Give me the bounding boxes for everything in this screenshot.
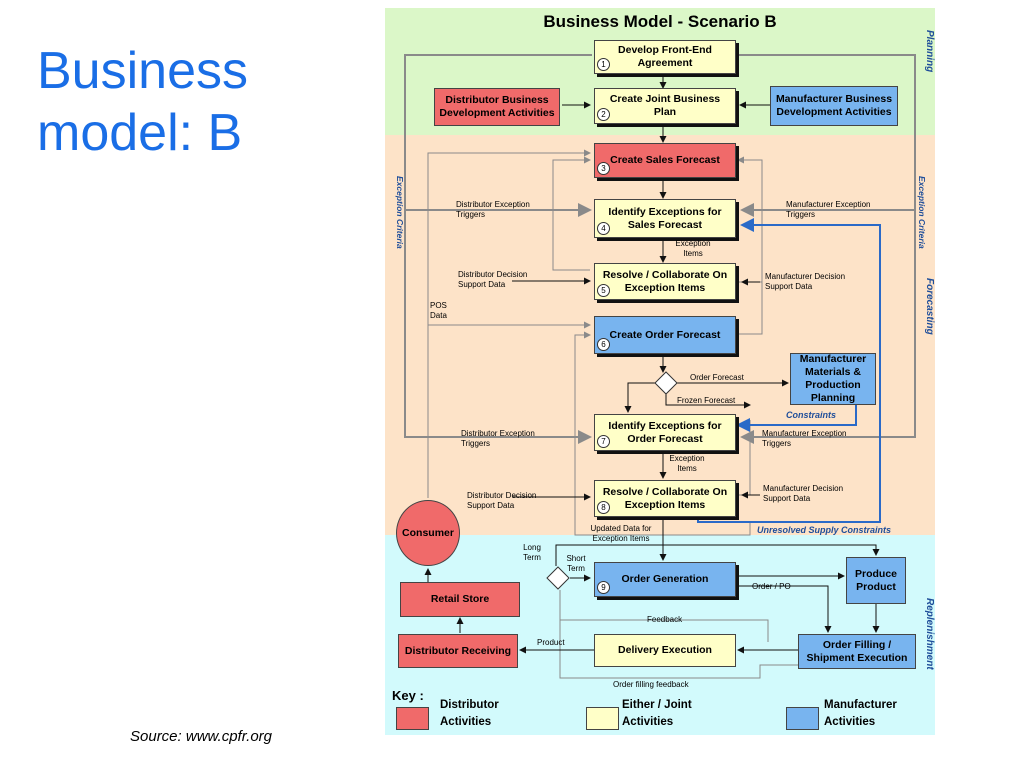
pos-line-up [427,149,591,498]
exception-criteria-right-label: Exception Criteria [917,176,927,249]
step-6-box: Create Order Forecast 6 [594,316,736,354]
step-9-label: Order Generation [621,573,709,585]
order-forecast-label: Order Forecast [690,373,744,382]
distributor-receiving-label: Distributor Receiving [404,644,512,657]
arrow-diamond-left [624,382,655,413]
step-3-number: 3 [597,162,610,175]
section-replenishment-label: Replenishment [924,598,935,670]
step-3-box: Create Sales Forecast 3 [594,143,736,178]
manufacturer-materials-planning-label: Manufacturer Materials & Production Plan… [799,353,867,404]
step-6-number: 6 [597,338,610,351]
order-fill-feedback-line [559,590,800,679]
key-label-manufacturer: Manufacturer Activities [824,699,897,728]
step-4-number: 4 [597,222,610,235]
loop-left-forecast [552,156,591,271]
step-8-number: 8 [597,501,610,514]
manufacturer-materials-planning-box: Manufacturer Materials & Production Plan… [790,353,876,405]
key-swatch-manufacturer [786,707,819,730]
right-exception-loop [738,54,916,444]
arrow-longterm [555,544,880,566]
unresolved-supply-label: Unresolved Supply Constraints [757,525,892,535]
long-term-label: Long Term [523,543,541,562]
step-7-number: 7 [597,435,610,448]
product-label: Product [537,638,565,647]
mfr-decision-support-2: Manufacturer Decision Support Data [763,484,844,503]
mfr-exception-triggers-2: Manufacturer Exception Triggers [762,429,847,448]
key-label-distributor: Distributor Activities [440,699,499,728]
step-5-box: Resolve / Collaborate On Exception Items… [594,263,736,300]
consumer-circle: Consumer [396,500,460,566]
delivery-execution-label: Delivery Execution [618,644,712,656]
step-8-label: Resolve / Collaborate On Exception Items [602,485,728,511]
step-8-box: Resolve / Collaborate On Exception Items… [594,480,736,517]
arrow-9-orderfill [738,585,832,633]
order-filling-feedback-label: Order filling feedback [613,680,689,689]
key-swatch-distributor [396,707,429,730]
step-2-number: 2 [597,108,610,121]
distributor-business-development-label: Distributor Business Development Activit… [439,94,555,119]
manufacturer-business-development-label: Manufacturer Business Development Activi… [775,93,893,118]
constraints-line [736,405,857,432]
diagram-title: Business Model - Scenario B [543,12,777,31]
source-citation: Source: www.cpfr.org [130,728,272,745]
manufacturer-business-development-box: Manufacturer Business Development Activi… [770,86,898,126]
dist-exception-triggers-1: Distributor Exception Triggers [456,200,530,219]
distributor-receiving-box: Distributor Receiving [398,634,518,668]
produce-product-label: Produce Product [854,567,897,593]
loop-right-order [738,260,763,335]
decision-diamond-term [546,566,570,590]
step-7-label: Identify Exceptions for Order Forecast [608,419,722,445]
short-term-label: Short Term [566,554,586,573]
dist-decision-support-1: Distributor Decision Support Data [458,270,528,289]
consumer-label: Consumer [402,526,454,539]
key-title: Key : [392,688,424,703]
delivery-execution-box: Delivery Execution [594,634,736,667]
step-1-number: 1 [597,58,610,71]
step-7-box: Identify Exceptions for Order Forecast 7 [594,414,736,451]
order-filling-label: Order Filling / Shipment Execution [806,638,908,664]
pos-data-label: POS Data [430,301,447,320]
dist-exception-triggers-2: Distributor Exception Triggers [461,429,535,448]
step-1-box: Develop Front-End Agreement 1 [594,40,736,74]
exception-criteria-left-label: Exception Criteria [395,176,405,249]
feedback-label: Feedback [647,615,683,624]
step-4-box: Identify Exceptions for Sales Forecast 4 [594,199,736,238]
section-forecasting-label: Forecasting [924,278,935,335]
step-9-box: Order Generation 9 [594,562,736,597]
step-5-label: Resolve / Collaborate On Exception Items [602,268,728,294]
key-label-joint: Either / Joint Activities [622,699,692,728]
arrow-diamond-frozen [665,394,751,409]
distributor-business-development-box: Distributor Business Development Activit… [434,88,560,126]
step-1-label: Develop Front-End Agreement [618,44,712,69]
order-filling-box: Order Filling / Shipment Execution [798,634,916,669]
section-planning-label: Planning [924,30,935,73]
unresolved-line [697,218,881,523]
frozen-forecast-label: Frozen Forecast [677,396,736,405]
step-6-label: Create Order Forecast [609,328,721,341]
step-2-label: Create Joint Business Plan [609,93,721,118]
step-3-label: Create Sales Forecast [610,154,720,166]
decision-diamond-order [654,371,678,395]
step-4-label: Identify Exceptions for Sales Forecast [608,205,722,231]
mfr-exception-triggers-1: Manufacturer Exception Triggers [786,200,871,219]
produce-product-box: Produce Product [846,557,906,604]
retail-store-label: Retail Store [430,593,490,605]
mfr-decision-support-1: Manufacturer Decision Support Data [765,272,846,291]
dist-decision-support-2: Distributor Decision Support Data [467,491,537,510]
step-2-box: Create Joint Business Plan 2 [594,88,736,124]
left-exception-loop [404,54,592,444]
exception-items-1: Exception Items [675,239,711,258]
order-po-label: Order / PO [752,582,791,591]
key-swatch-joint [586,707,619,730]
retail-store-box: Retail Store [400,582,520,617]
updated-data-label: Updated Data for Exception Items [590,524,652,543]
slide-title-line-1: Business [37,42,248,100]
slide-title-line-2: model: B [37,104,243,162]
exception-items-2: Exception Items [669,454,705,473]
constraints-label: Constraints [786,410,837,420]
slide-title: Business model: B [37,40,248,164]
step-9-number: 9 [597,581,610,594]
step-5-number: 5 [597,284,610,297]
